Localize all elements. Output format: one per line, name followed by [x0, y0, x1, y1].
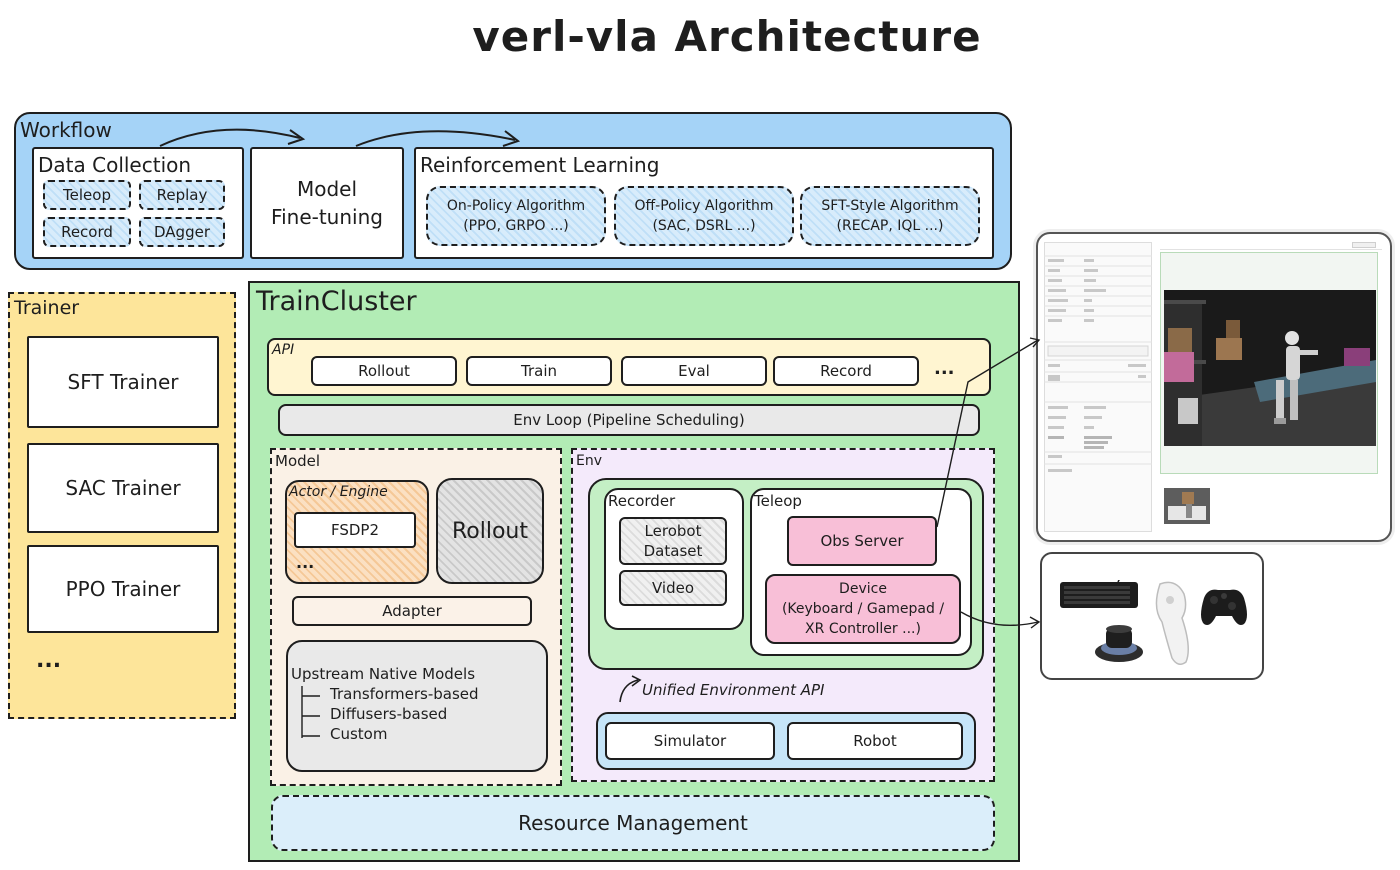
video-box: Video	[619, 570, 727, 606]
rl-label: Reinforcement Learning	[420, 153, 660, 177]
api-rollout: Rollout	[311, 356, 457, 386]
dc-item-dagger: DAgger	[139, 217, 225, 247]
backend-robot: Robot	[787, 722, 963, 760]
obs-server-box: Obs Server	[787, 516, 937, 566]
env-label: Env	[576, 453, 603, 469]
trainer-more: ...	[36, 648, 62, 673]
sim-ui-3d-scene	[1164, 290, 1376, 446]
api-more: ...	[934, 358, 955, 379]
device-box: Device (Keyboard / Gamepad / XR Controll…	[765, 574, 961, 644]
backend-simulator: Simulator	[605, 722, 775, 760]
api-record: Record	[773, 356, 919, 386]
fsdp2-box: FSDP2	[294, 512, 416, 548]
spacemouse-image	[1095, 625, 1143, 662]
fine-tuning-box: Model Fine-tuning	[250, 147, 404, 259]
recorder-label: Recorder	[608, 492, 676, 510]
model-rollout-box: Rollout	[436, 478, 544, 584]
trainer-label: Trainer	[14, 297, 80, 319]
keyboard-image	[1060, 580, 1138, 608]
actor-engine-label: Actor / Engine	[289, 484, 388, 500]
sim-ui-thumbnail-scene	[1164, 488, 1210, 524]
dc-item-teleop: Teleop	[43, 180, 131, 210]
traincluster-label: TrainCluster	[256, 286, 417, 317]
data-collection-label: Data Collection	[38, 153, 192, 177]
xr-controller-image	[1155, 581, 1189, 665]
unified-api-label: Unified Environment API	[642, 681, 825, 699]
teleop-label: Teleop	[754, 492, 802, 510]
sim-ui-viewport-topbar	[1160, 240, 1382, 250]
upstream-item-transformers: Transformers-based	[330, 685, 479, 703]
upstream-models-label: Upstream Native Models	[291, 665, 476, 683]
rl-algo-off-policy: Off-Policy Algorithm(SAC, DSRL ...)	[614, 186, 794, 246]
diagram-title: verl-vla Architecture	[472, 12, 982, 61]
workflow-label: Workflow	[20, 118, 112, 142]
trainer-item-ppo: PPO Trainer	[27, 545, 219, 633]
api-train: Train	[466, 356, 612, 386]
sim-ui-settings-rows	[1044, 255, 1152, 472]
trainer-item-sac: SAC Trainer	[27, 443, 219, 533]
rl-algo-on-policy: On-Policy Algorithm(PPO, GRPO ...)	[426, 186, 606, 246]
trainer-item-sft: SFT Trainer	[27, 336, 219, 428]
env-loop-bar: Env Loop (Pipeline Scheduling)	[278, 404, 980, 436]
upstream-models-box	[286, 640, 548, 772]
rl-algo-sft-style: SFT-Style Algorithm(RECAP, IQL ...)	[800, 186, 980, 246]
sim-ui-viewport-button	[1352, 242, 1376, 248]
dc-item-replay: Replay	[139, 180, 225, 210]
model-label: Model	[275, 452, 321, 470]
upstream-item-custom: Custom	[330, 725, 388, 743]
upstream-item-diffusers: Diffusers-based	[330, 705, 448, 723]
dc-item-record: Record	[43, 217, 131, 247]
upstream-tree-lines	[301, 686, 320, 738]
api-label: API	[272, 342, 295, 358]
resource-management-bar: Resource Management	[271, 795, 995, 851]
actor-engine-more: ...	[296, 553, 315, 572]
gamepad-image	[1201, 589, 1247, 625]
adapter-bar: Adapter	[292, 596, 532, 626]
api-eval: Eval	[621, 356, 767, 386]
unified-api-arrow	[619, 675, 642, 703]
